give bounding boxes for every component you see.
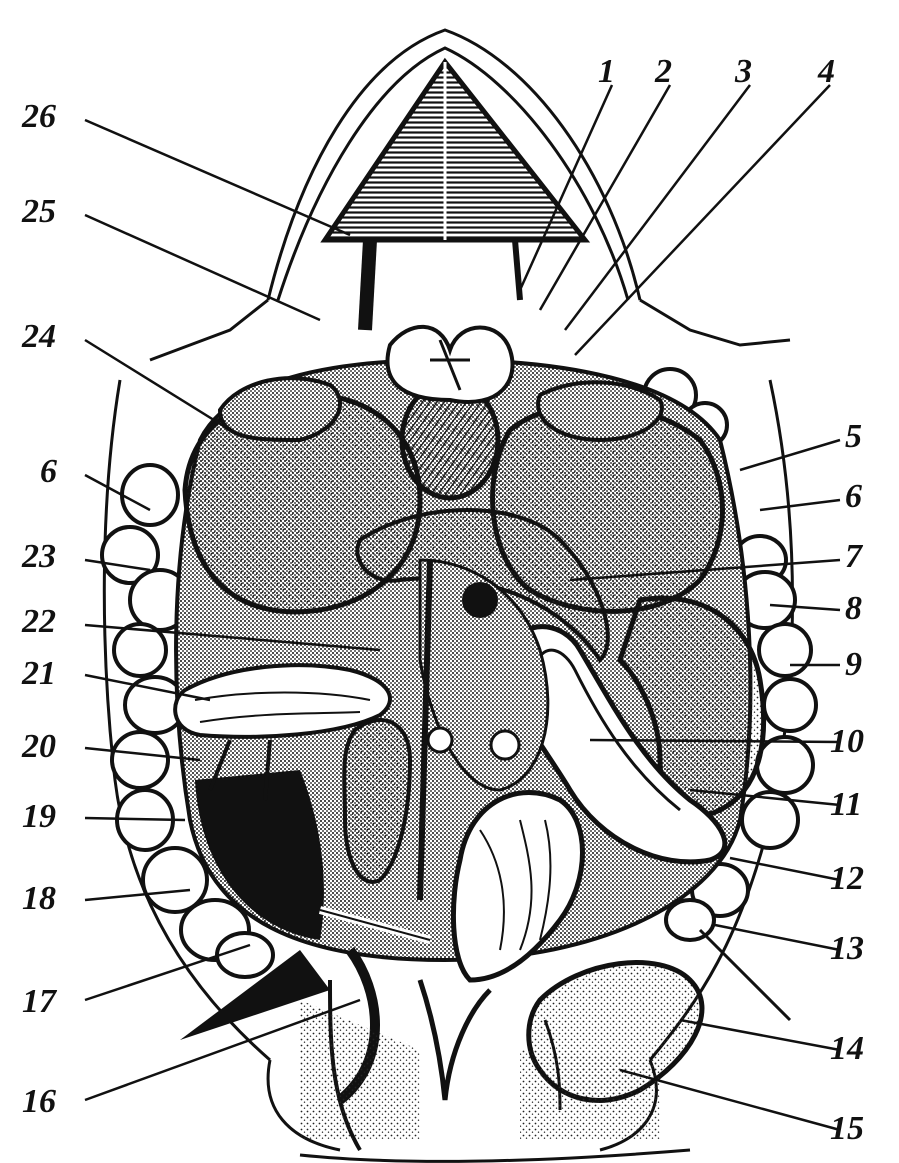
label-25: 25 — [22, 195, 56, 229]
leader-3 — [565, 85, 750, 330]
label-6-right: 6 — [845, 480, 862, 514]
label-4: 4 — [818, 55, 835, 89]
label-11: 11 — [830, 788, 862, 822]
label-18: 18 — [22, 882, 56, 916]
label-14: 14 — [830, 1032, 864, 1066]
label-9: 9 — [845, 648, 862, 682]
label-6-left: 6 — [40, 455, 57, 489]
label-7: 7 — [845, 540, 862, 574]
leader-24 — [85, 340, 230, 430]
label-15: 15 — [830, 1112, 864, 1146]
label-1: 1 — [598, 55, 615, 89]
hyoid-plate — [325, 62, 585, 330]
label-20: 20 — [22, 730, 56, 764]
label-23: 23 — [22, 540, 56, 574]
label-3: 3 — [735, 55, 752, 89]
label-13: 13 — [830, 932, 864, 966]
label-12: 12 — [830, 862, 864, 896]
label-21: 21 — [22, 657, 56, 691]
leader-5 — [740, 440, 840, 470]
label-26: 26 — [22, 100, 56, 134]
label-2: 2 — [655, 55, 672, 89]
label-5: 5 — [845, 420, 862, 454]
large-intestine — [453, 793, 582, 981]
label-22: 22 — [22, 605, 56, 639]
leader-12 — [730, 858, 840, 880]
label-16: 16 — [22, 1085, 56, 1119]
leader-14 — [680, 1020, 840, 1050]
label-24: 24 — [22, 320, 56, 354]
label-19: 19 — [22, 800, 56, 834]
label-17: 17 — [22, 985, 56, 1019]
leader-25 — [85, 215, 320, 320]
label-10: 10 — [830, 725, 864, 759]
leader-13 — [715, 925, 840, 950]
label-8: 8 — [845, 592, 862, 626]
leader-6b — [760, 500, 840, 510]
